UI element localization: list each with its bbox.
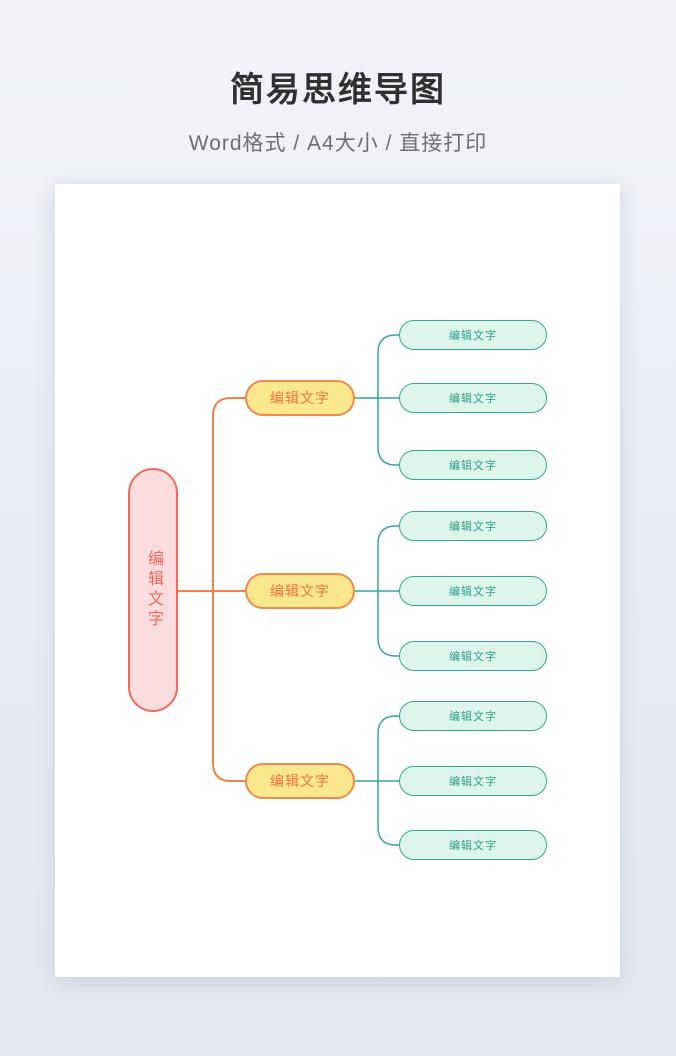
page-title: 简易思维导图 — [230, 71, 446, 109]
leaf-connector-lines — [355, 334, 399, 846]
a4-document-page: 编辑文字 编辑文字 编辑文字 编辑文字 编辑文字 编辑文字 编辑文字 编辑文字 … — [55, 184, 620, 977]
leaf-node: 编辑文字 — [399, 766, 547, 796]
page-subtitle: Word格式 / A4大小 / 直接打印 — [188, 132, 488, 155]
branch-node-middle: 编辑文字 — [245, 573, 355, 609]
root-node-label: 编辑文字 — [145, 550, 162, 630]
leaf-node: 编辑文字 — [399, 701, 547, 731]
branch-node-top: 编辑文字 — [245, 380, 355, 416]
leaf-node: 编辑文字 — [399, 450, 547, 480]
leaf-node: 编辑文字 — [399, 641, 547, 671]
connector-lines — [178, 334, 399, 846]
leaf-node: 编辑文字 — [399, 383, 547, 413]
root-node: 编辑文字 — [128, 468, 178, 712]
leaf-node: 编辑文字 — [399, 320, 547, 350]
leaf-node: 编辑文字 — [399, 511, 547, 541]
branch-node-bottom: 编辑文字 — [245, 763, 355, 799]
leaf-node: 编辑文字 — [399, 830, 547, 860]
branch-connector-lines — [178, 397, 245, 782]
leaf-node: 编辑文字 — [399, 576, 547, 606]
header: 简易思维导图 Word格式 / A4大小 / 直接打印 — [0, 0, 676, 157]
